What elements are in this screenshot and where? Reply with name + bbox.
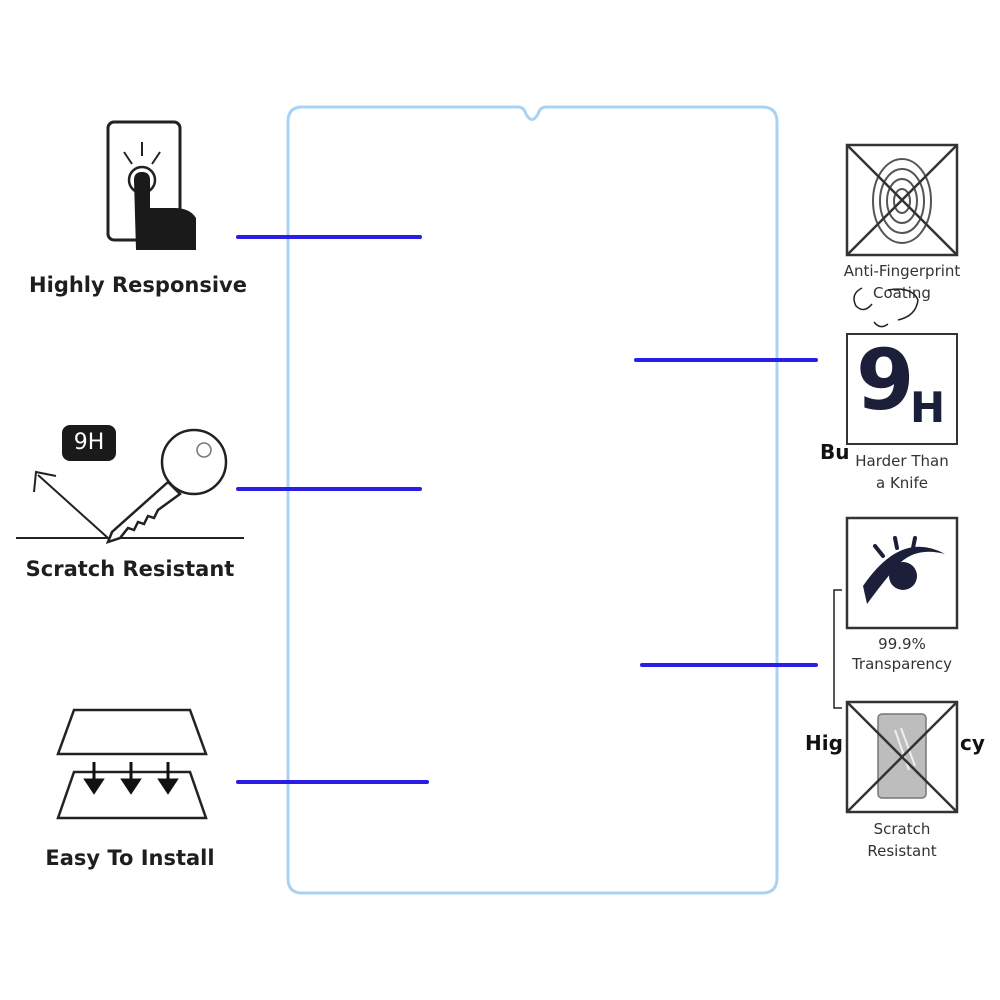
finger-touch-icon: [106, 120, 196, 250]
9h-number: 9: [856, 331, 915, 429]
feature-label-highly-responsive: Highly Responsive: [29, 273, 247, 297]
key-scratch-icon: [16, 428, 244, 545]
ghost-text-bu: Bu: [820, 440, 850, 464]
anti-fingerprint-line1: Anti-Fingerprint: [843, 262, 961, 280]
ghost-text-cy: cy: [960, 731, 985, 755]
transparency-line1: 99.9%: [878, 635, 926, 653]
connector-line-transparency: [640, 663, 818, 667]
tablet-outline: [286, 105, 779, 895]
scratch-resistant-line1: Scratch: [873, 820, 931, 838]
transparency-line2: Transparency: [851, 655, 953, 673]
9h-hardness-icon: 9 H: [846, 331, 958, 445]
scribble-mark: [853, 287, 919, 328]
layer-press-icon: [56, 708, 208, 820]
fingerprint-crossed-icon: [845, 143, 959, 257]
connector-line-responsive: [236, 235, 422, 239]
eye-icon: [845, 516, 959, 630]
harder-than-line2: a Knife: [876, 474, 928, 492]
connector-line-install: [236, 780, 429, 784]
harder-than-line1: Harder Than: [855, 452, 949, 470]
feature-label-scratch-resistant-right: Scratch Resistant: [822, 818, 982, 862]
9h-unit: H: [910, 383, 946, 432]
feature-label-easy-to-install: Easy To Install: [45, 846, 215, 870]
connector-line-hardness: [634, 358, 818, 362]
feature-label-scratch-resistant: Scratch Resistant: [25, 557, 235, 581]
ghost-text-hig: Hig: [805, 731, 843, 755]
9h-badge: 9H: [62, 425, 116, 461]
feature-label-transparency: 99.9% Transparency: [822, 634, 982, 674]
bracket-mark: [833, 589, 842, 709]
scratch-crossed-icon: [845, 700, 959, 814]
feature-label-harder-than-knife: Harder Than a Knife: [822, 450, 982, 494]
connector-line-scratch: [236, 487, 422, 491]
scratch-resistant-line2: Resistant: [867, 842, 937, 860]
